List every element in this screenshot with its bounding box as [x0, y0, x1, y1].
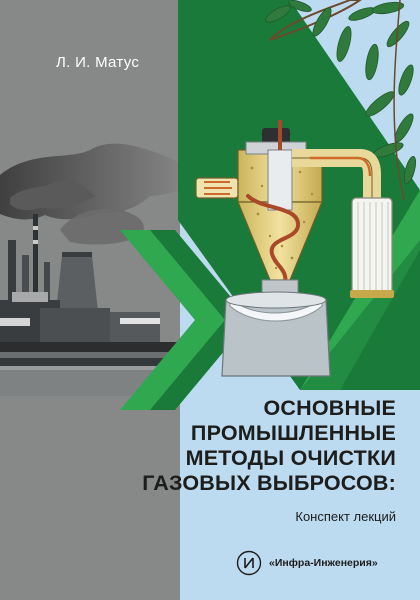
publisher-name: «Инфра-Инженерия» [269, 557, 378, 569]
factory-illustration [0, 143, 205, 396]
publisher-block: «Инфра-Инженерия» [236, 550, 378, 576]
author-name: Л. И. Матус [56, 54, 140, 71]
title-line: ОСНОВНЫЕ [263, 396, 396, 420]
leaf-branch-decoration [265, 0, 417, 201]
cyclone-illustration [195, 120, 394, 377]
book-subtitle: Конспект лекций [295, 509, 396, 524]
title-line: ПРОМЫШЛЕННЫЕ [190, 421, 396, 445]
title-line: ГАЗОВЫХ ВЫБРОСОВ: [142, 471, 396, 495]
book-title: ОСНОВНЫЕ ПРОМЫШЛЕННЫЕ МЕТОДЫ ОЧИСТКИ ГАЗ… [142, 396, 396, 496]
publisher-logo-icon [236, 550, 262, 576]
title-line: МЕТОДЫ ОЧИСТКИ [185, 446, 396, 470]
